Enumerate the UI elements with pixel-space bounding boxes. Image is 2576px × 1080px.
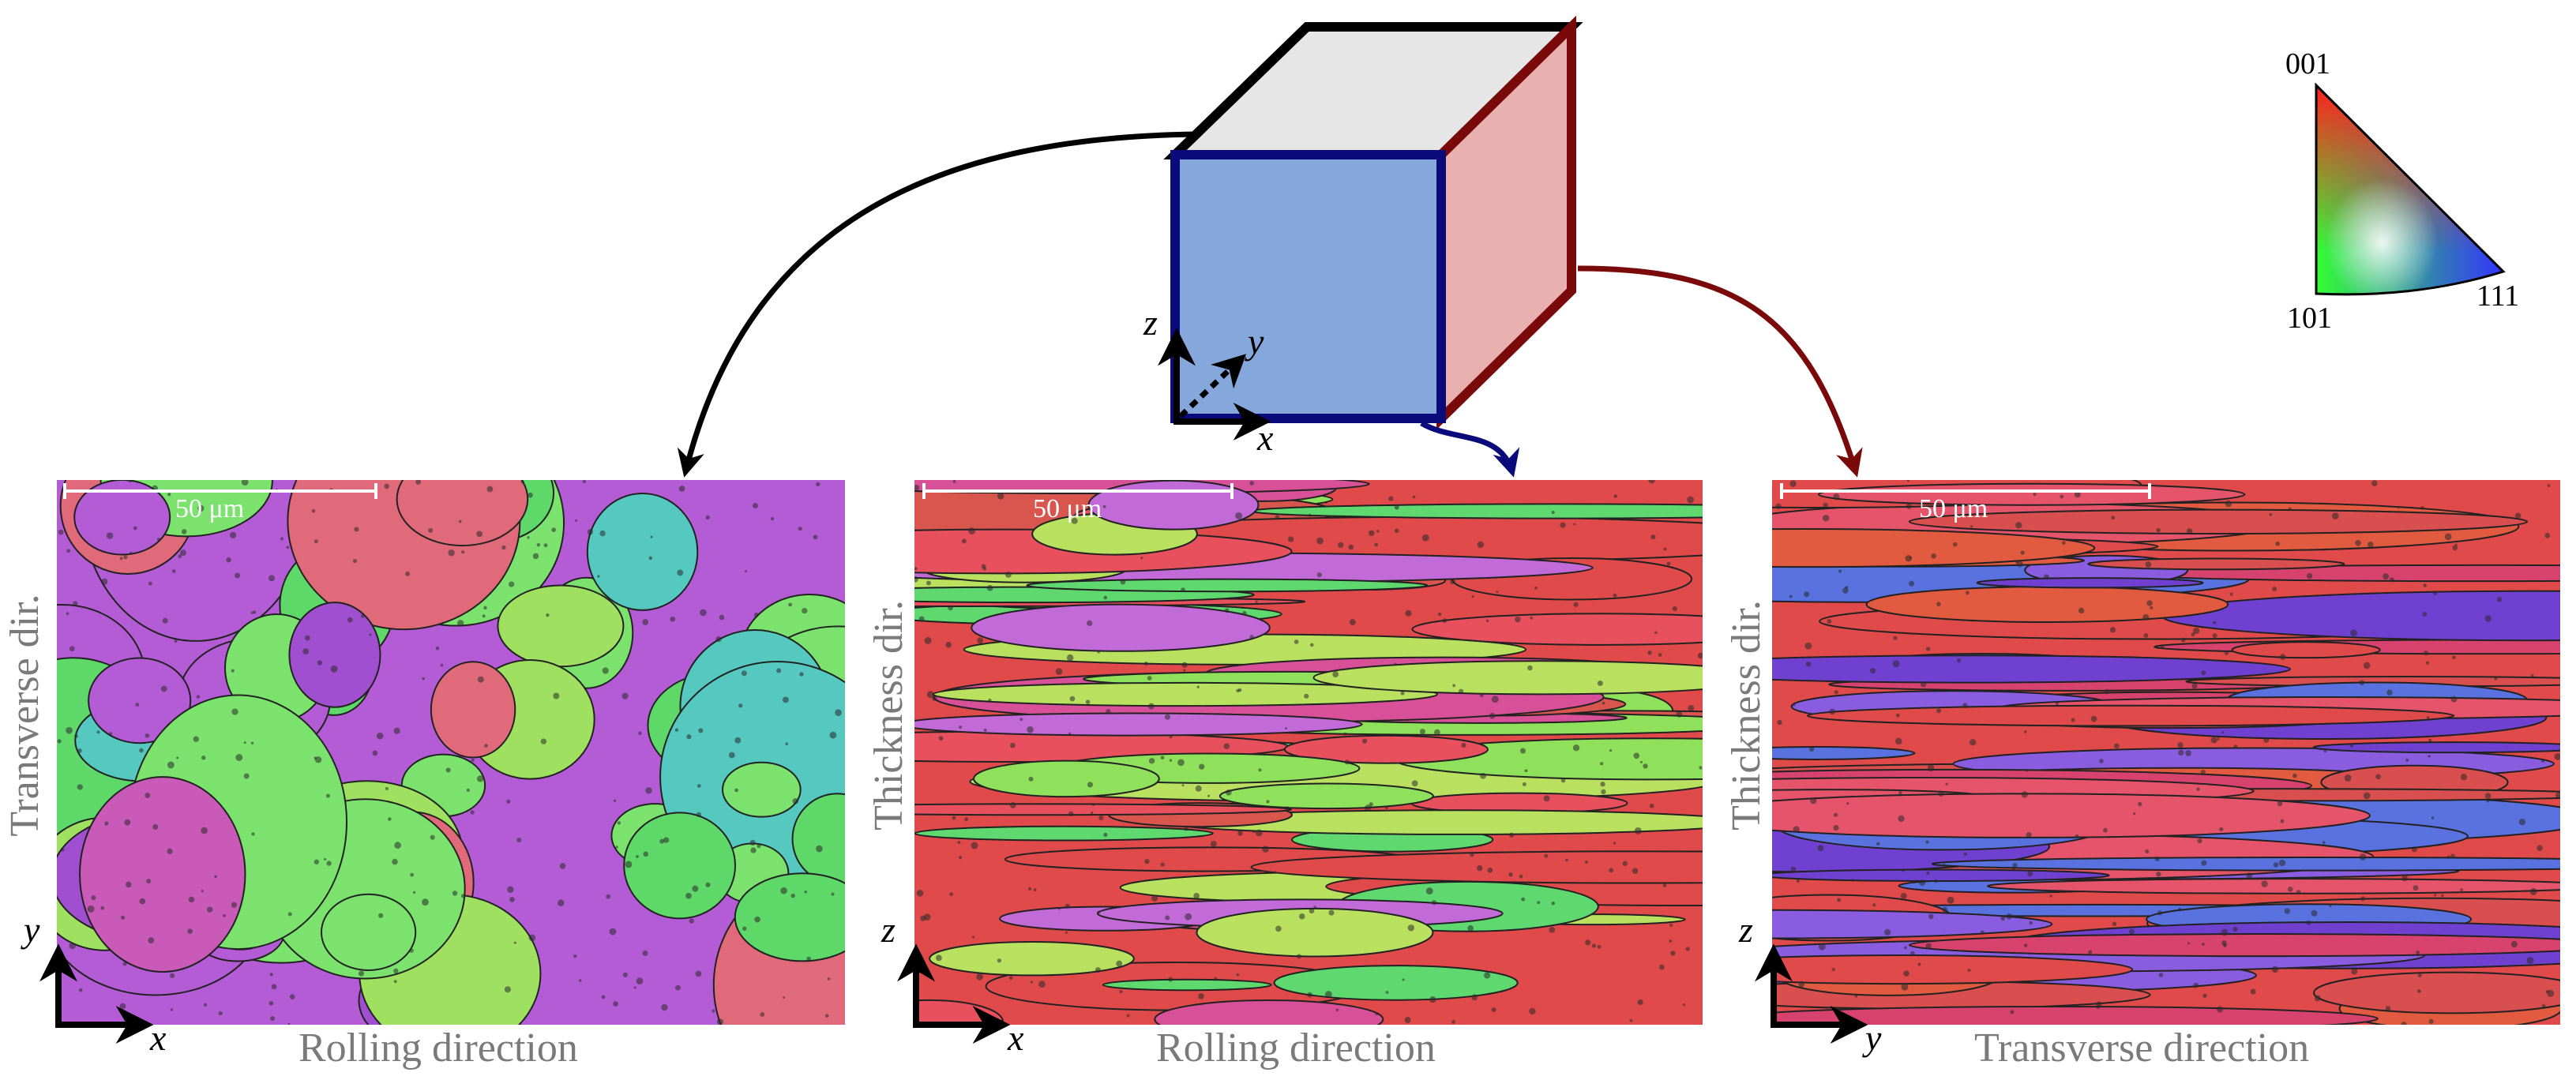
scale-label-td-nd: 50 μm xyxy=(1919,494,1988,523)
horizontal-label-rd-td: Rolling direction xyxy=(299,1026,578,1071)
sample-cube xyxy=(1163,15,1583,430)
cube-axis-label-z: z xyxy=(1143,302,1158,343)
arrow-to-rd-td-panel xyxy=(677,131,1195,478)
cube-axes xyxy=(1158,328,1271,441)
axis-label-h-td-nd: y xyxy=(1865,1018,1882,1058)
scale-bars xyxy=(63,483,2151,499)
cube-axis-label-x: x xyxy=(1257,418,1274,458)
ebsd-map-rd-nd xyxy=(914,480,1703,1025)
cube-front-face xyxy=(1170,150,1446,423)
axis-label-h-rd-td: x xyxy=(150,1018,167,1058)
axis-label-v-td-nd: z xyxy=(1739,909,1753,950)
axis-label-v-rd-nd: z xyxy=(881,909,896,950)
arrow-to-rd-nd-panel xyxy=(1420,420,1520,478)
horizontal-label-td-nd: Transverse direction xyxy=(1974,1026,2310,1071)
vertical-label-rd-td: Transverse dir. xyxy=(2,594,47,837)
vertical-label-rd-nd: Thickness dir. xyxy=(866,600,911,831)
ipf-label-111: 111 xyxy=(2476,279,2520,313)
axis-label-v-rd-td: y xyxy=(24,909,40,950)
ipf-color-key xyxy=(2315,82,2506,296)
ipf-label-001: 001 xyxy=(2285,47,2330,81)
horizontal-label-rd-nd: Rolling direction xyxy=(1156,1026,1436,1071)
axis-label-h-rd-nd: x xyxy=(1008,1018,1024,1058)
arrow-to-td-nd-panel xyxy=(1577,265,1863,478)
ebsd-map-td-nd xyxy=(1772,480,2560,1025)
scale-label-rd-td: 50 μm xyxy=(175,494,245,523)
scale-label-rd-nd: 50 μm xyxy=(1033,494,1102,523)
cube-axis-label-y: y xyxy=(1248,321,1264,362)
vertical-label-td-nd: Thickness dir. xyxy=(1724,600,1769,831)
panel-axes xyxy=(39,943,1868,1044)
ebsd-map-rd-td xyxy=(57,480,845,1025)
ipf-label-101: 101 xyxy=(2287,302,2332,335)
